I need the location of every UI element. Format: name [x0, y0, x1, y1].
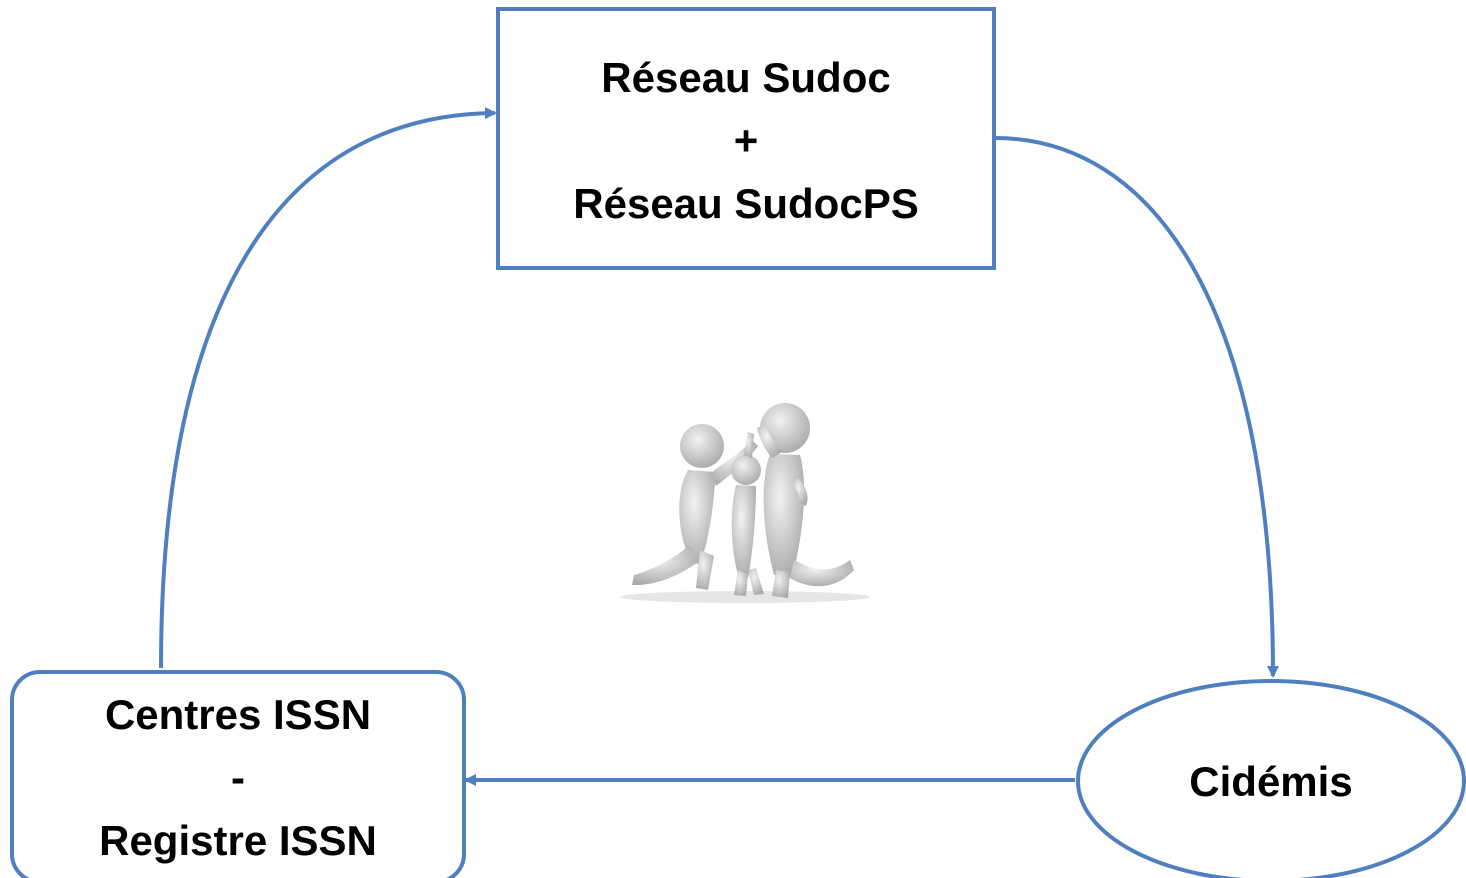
right-ellipse: Cidémis	[1076, 679, 1466, 878]
left-box-line-2: -	[231, 754, 245, 801]
left-box-line-1: Centres ISSN	[105, 691, 371, 738]
top-box: Réseau Sudoc + Réseau SudocPS	[496, 7, 996, 270]
arrow-left-to-top	[159, 107, 497, 669]
teamwork-high-five-figures-icon	[620, 403, 870, 603]
left-box: Centres ISSN - Registre ISSN	[10, 670, 466, 878]
top-box-line-3: Réseau SudocPS	[573, 180, 918, 227]
top-box-line-1: Réseau Sudoc	[601, 54, 890, 101]
right-ellipse-label: Cidémis	[1189, 758, 1352, 805]
top-box-line-2: +	[734, 117, 759, 164]
left-box-line-3: Registre ISSN	[99, 817, 377, 864]
arrow-top-to-right	[994, 136, 1279, 678]
